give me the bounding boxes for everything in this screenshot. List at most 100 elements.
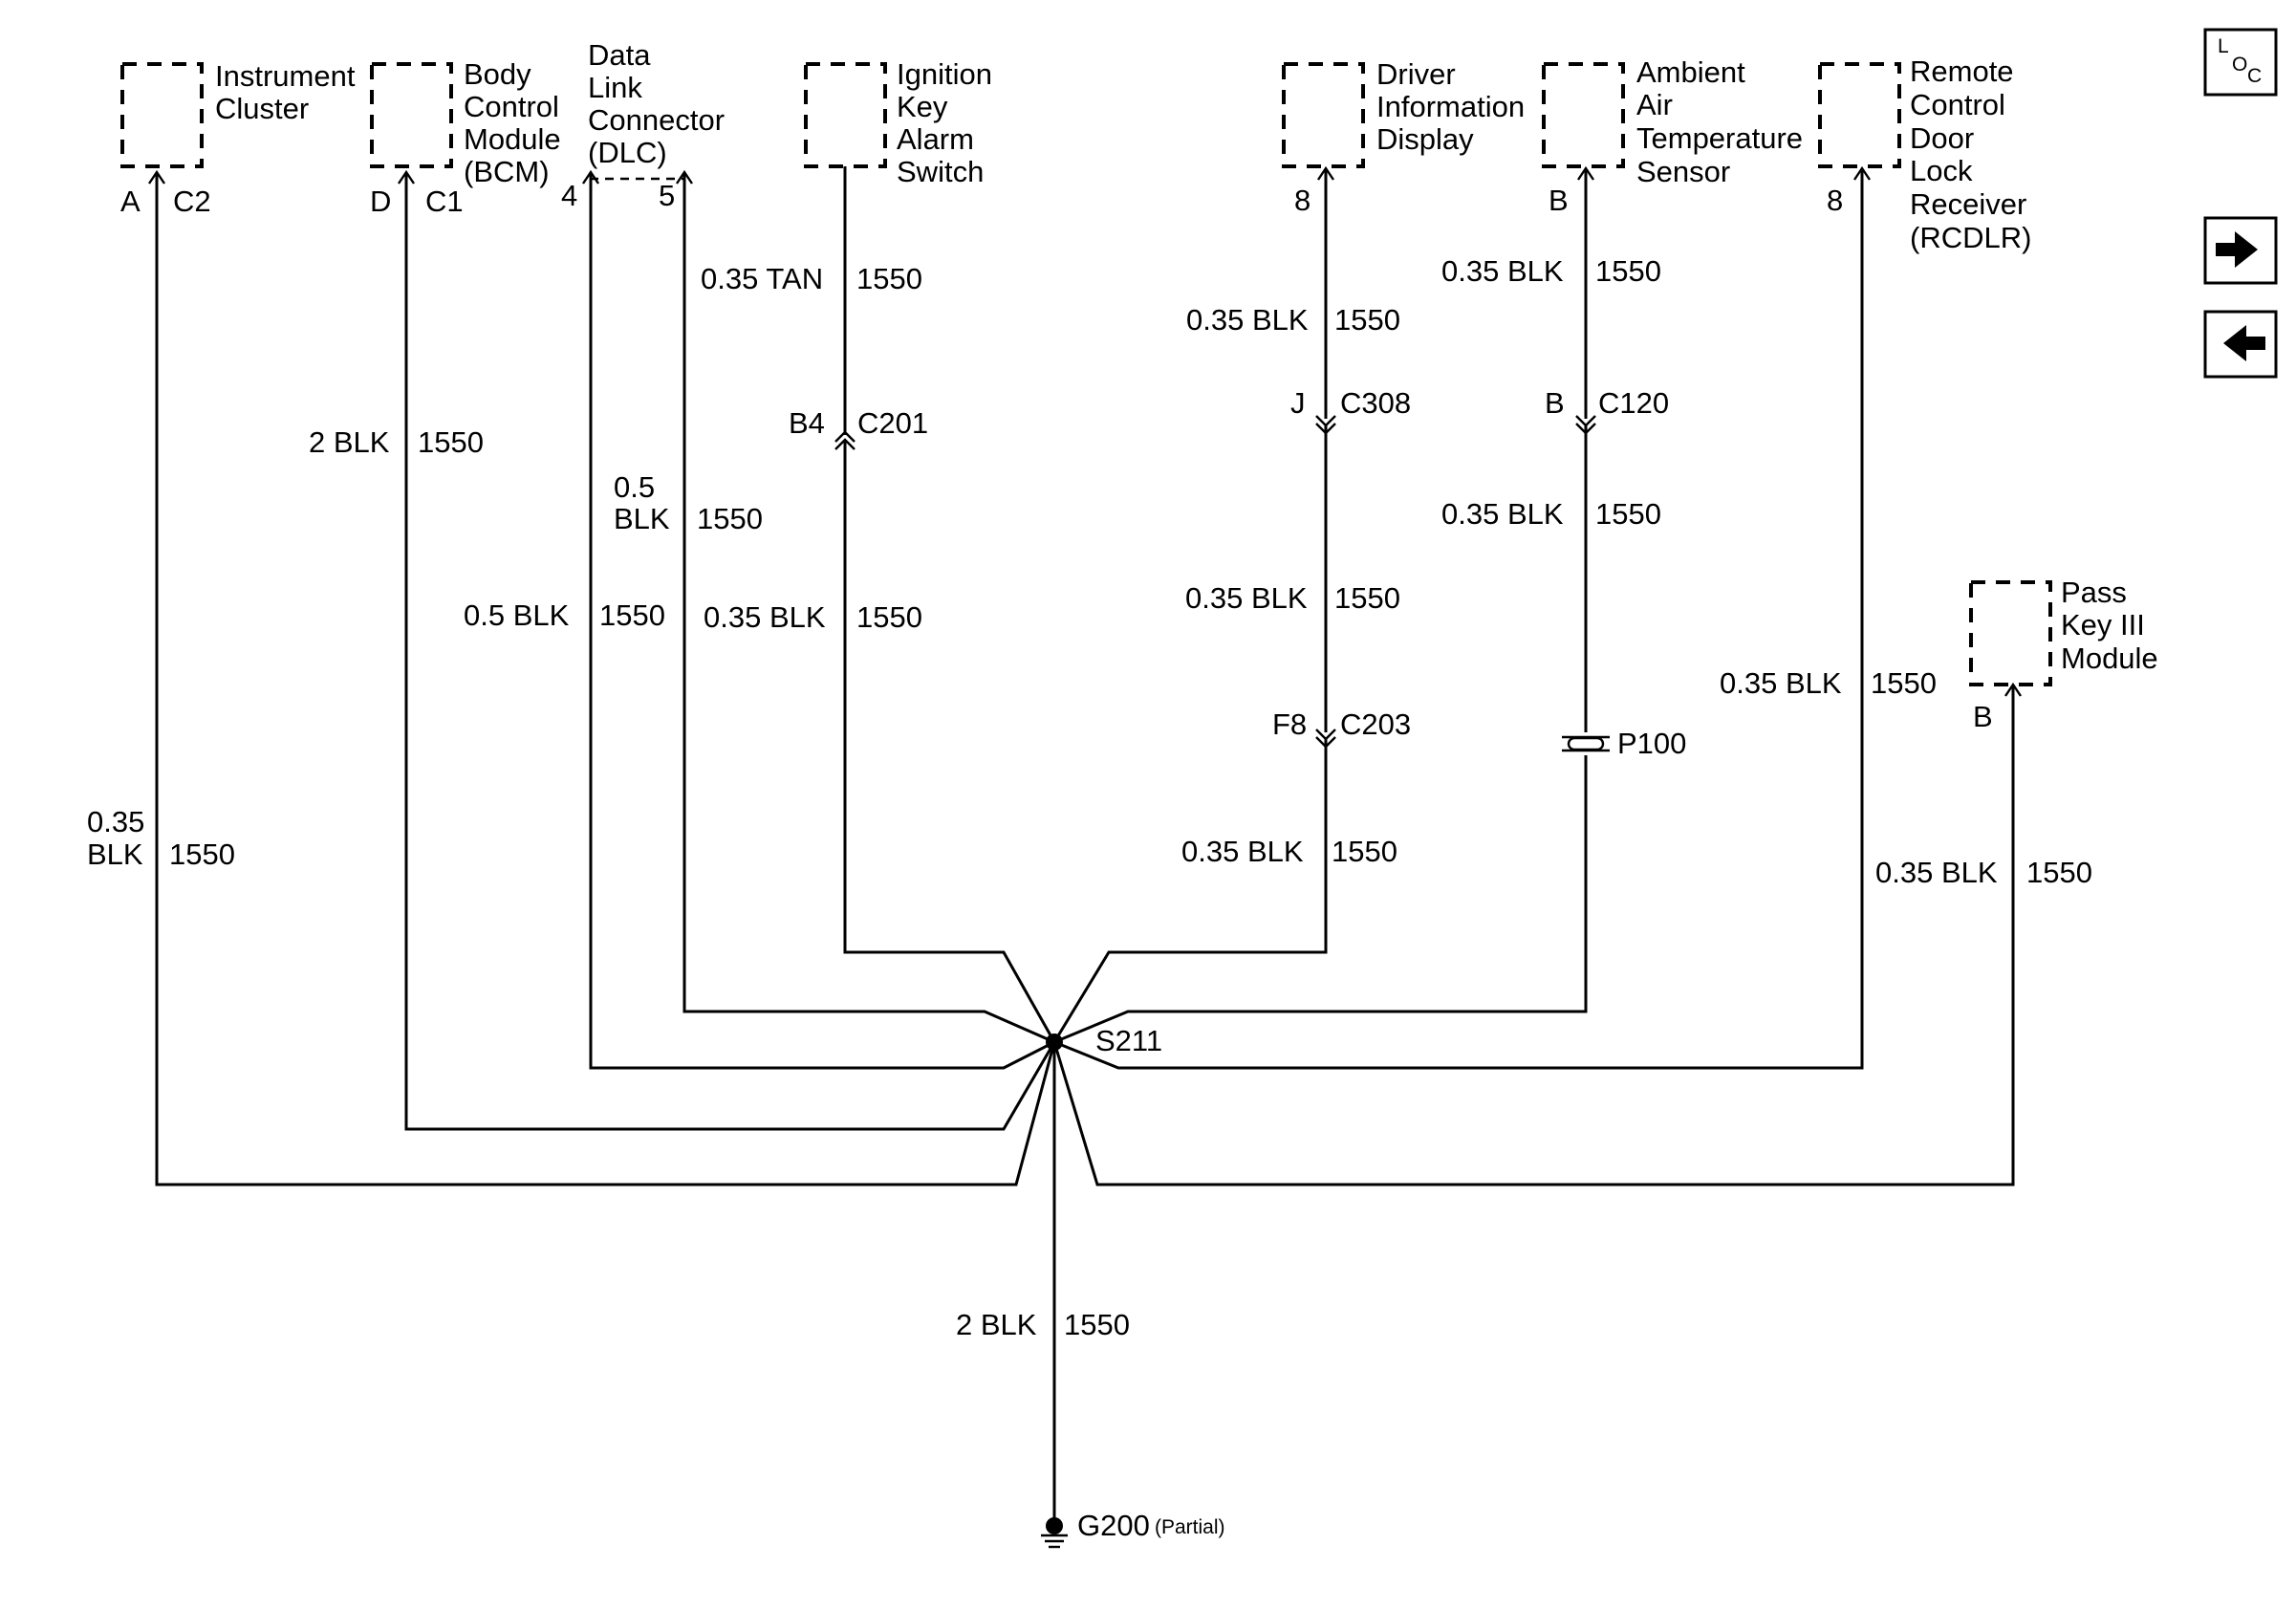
svg-text:Module: Module	[2061, 642, 2158, 675]
loc-letter-c: C	[2247, 65, 2262, 87]
svg-text:0.35 BLK: 0.35 BLK	[1181, 835, 1304, 868]
data-link-connector[interactable]: Data Link Connector (DLC)	[588, 38, 725, 181]
body-control-module[interactable]: Body Control Module (BCM)	[370, 57, 561, 188]
svg-text:1550: 1550	[1871, 666, 1937, 700]
svg-text:Link: Link	[588, 71, 642, 104]
svg-text:B4: B4	[789, 406, 825, 440]
svg-text:F8: F8	[1272, 707, 1307, 741]
loc-button[interactable]: L O C	[2203, 28, 2278, 97]
svg-text:Alarm: Alarm	[897, 122, 974, 156]
ignition-key-alarm-switch[interactable]: Ignition Key Alarm Switch	[804, 57, 992, 188]
svg-text:P100: P100	[1617, 727, 1686, 760]
pass-through-p100: P100	[1562, 727, 1686, 760]
svg-text:Data: Data	[588, 38, 651, 72]
aat-pin: B	[1549, 184, 1569, 217]
svg-text:Body: Body	[464, 57, 531, 91]
previous-page-button[interactable]	[2203, 310, 2278, 379]
svg-text:1550: 1550	[1332, 835, 1397, 868]
svg-text:(Partial): (Partial)	[1155, 1516, 1225, 1538]
bcm-pin: D	[370, 185, 391, 218]
svg-text:(BCM): (BCM)	[464, 155, 550, 188]
svg-text:0.35 BLK: 0.35 BLK	[1441, 254, 1564, 288]
svg-text:Key III: Key III	[2061, 608, 2145, 642]
svg-text:Instrument: Instrument	[215, 59, 356, 93]
bcm-connector: C1	[425, 185, 464, 218]
svg-text:S211: S211	[1095, 1024, 1162, 1057]
svg-text:C203: C203	[1340, 707, 1411, 741]
svg-text:(RCDLR): (RCDLR)	[1910, 221, 2031, 254]
connector-c120: B C120	[1545, 386, 1669, 435]
svg-text:Control: Control	[1910, 88, 2005, 121]
instrument-cluster[interactable]: Instrument Cluster	[120, 59, 356, 168]
svg-text:C308: C308	[1340, 386, 1411, 420]
svg-text:1550: 1550	[1595, 497, 1661, 531]
svg-text:1550: 1550	[1064, 1308, 1130, 1341]
svg-text:G200: G200	[1077, 1509, 1150, 1542]
remote-control-door-lock-receiver[interactable]: Remote Control Door Lock Receiver (RCDLR…	[1818, 54, 2031, 254]
svg-text:0.5: 0.5	[614, 470, 655, 504]
svg-text:1550: 1550	[697, 502, 763, 535]
svg-text:Sensor: Sensor	[1636, 155, 1730, 188]
svg-text:0.35 BLK: 0.35 BLK	[704, 600, 826, 634]
svg-text:Switch: Switch	[897, 155, 984, 188]
pass-key-iii-module[interactable]: Pass Key III Module	[1969, 576, 2158, 686]
loc-letter-o: O	[2232, 54, 2247, 76]
ic-pin: A	[120, 185, 141, 218]
wire-labels: 0.35 BLK 1550 2 BLK 1550 0.5 BLK 1550 0.…	[87, 254, 2092, 1341]
next-page-button[interactable]	[2203, 216, 2278, 285]
arrow-right-icon	[2216, 231, 2258, 268]
svg-text:1550: 1550	[418, 425, 484, 459]
svg-text:Ignition: Ignition	[897, 57, 992, 91]
dlc-pin-4: 4	[561, 179, 577, 212]
svg-text:0.35 BLK: 0.35 BLK	[1441, 497, 1564, 531]
svg-text:1550: 1550	[1334, 581, 1400, 615]
svg-text:2 BLK: 2 BLK	[956, 1308, 1037, 1341]
svg-text:B: B	[1545, 386, 1565, 420]
svg-text:Key: Key	[897, 90, 948, 123]
svg-text:1550: 1550	[599, 598, 665, 632]
dlc-pin-5: 5	[659, 179, 675, 212]
svg-text:0.35 BLK: 0.35 BLK	[1875, 856, 1998, 889]
svg-text:Door: Door	[1910, 121, 1974, 155]
connector-c201: B4 C201	[789, 406, 928, 450]
svg-text:0.35: 0.35	[87, 805, 144, 838]
svg-text:J: J	[1290, 386, 1306, 420]
ambient-air-temperature-sensor[interactable]: Ambient Air Temperature Sensor	[1542, 55, 1803, 188]
svg-text:Remote: Remote	[1910, 54, 2014, 88]
svg-text:0.5 BLK: 0.5 BLK	[464, 598, 570, 632]
svg-text:1550: 1550	[856, 262, 922, 295]
svg-text:BLK: BLK	[87, 838, 143, 871]
svg-text:1550: 1550	[169, 838, 235, 871]
connector-c203: F8 C203	[1272, 707, 1411, 749]
svg-text:Pass: Pass	[2061, 576, 2127, 609]
ic-connector: C2	[173, 185, 211, 218]
connector-c308: J C308	[1290, 386, 1411, 435]
svg-text:Display: Display	[1376, 122, 1474, 156]
svg-text:Air: Air	[1636, 88, 1673, 121]
svg-text:Information: Information	[1376, 90, 1525, 123]
svg-text:Driver: Driver	[1376, 57, 1456, 91]
did-pin: 8	[1294, 184, 1310, 217]
svg-text:2 BLK: 2 BLK	[309, 425, 390, 459]
svg-text:Connector: Connector	[588, 103, 725, 137]
svg-text:C120: C120	[1598, 386, 1669, 420]
arrow-left-icon	[2223, 325, 2265, 361]
svg-text:Cluster: Cluster	[215, 92, 309, 125]
svg-text:Temperature: Temperature	[1636, 121, 1803, 155]
driver-information-display[interactable]: Driver Information Display	[1282, 57, 1525, 168]
rcdlr-pin: 8	[1827, 184, 1843, 217]
svg-text:1550: 1550	[1595, 254, 1661, 288]
terminal-marks	[148, 165, 2022, 697]
loc-letter-l: L	[2218, 35, 2229, 57]
svg-text:0.35 BLK: 0.35 BLK	[1720, 666, 1842, 700]
svg-text:BLK: BLK	[614, 502, 670, 535]
svg-text:0.35 BLK: 0.35 BLK	[1186, 303, 1309, 337]
svg-text:1550: 1550	[2026, 856, 2092, 889]
pin-labels: A C2 D C1 4 5 8 B 8 B	[120, 179, 1993, 733]
ground-g200: G200 (Partial)	[1041, 1509, 1225, 1549]
svg-text:0.35 BLK: 0.35 BLK	[1185, 581, 1308, 615]
svg-text:Ambient: Ambient	[1636, 55, 1745, 89]
pk3-pin: B	[1973, 700, 1993, 733]
svg-text:0.35 TAN: 0.35 TAN	[701, 262, 823, 295]
